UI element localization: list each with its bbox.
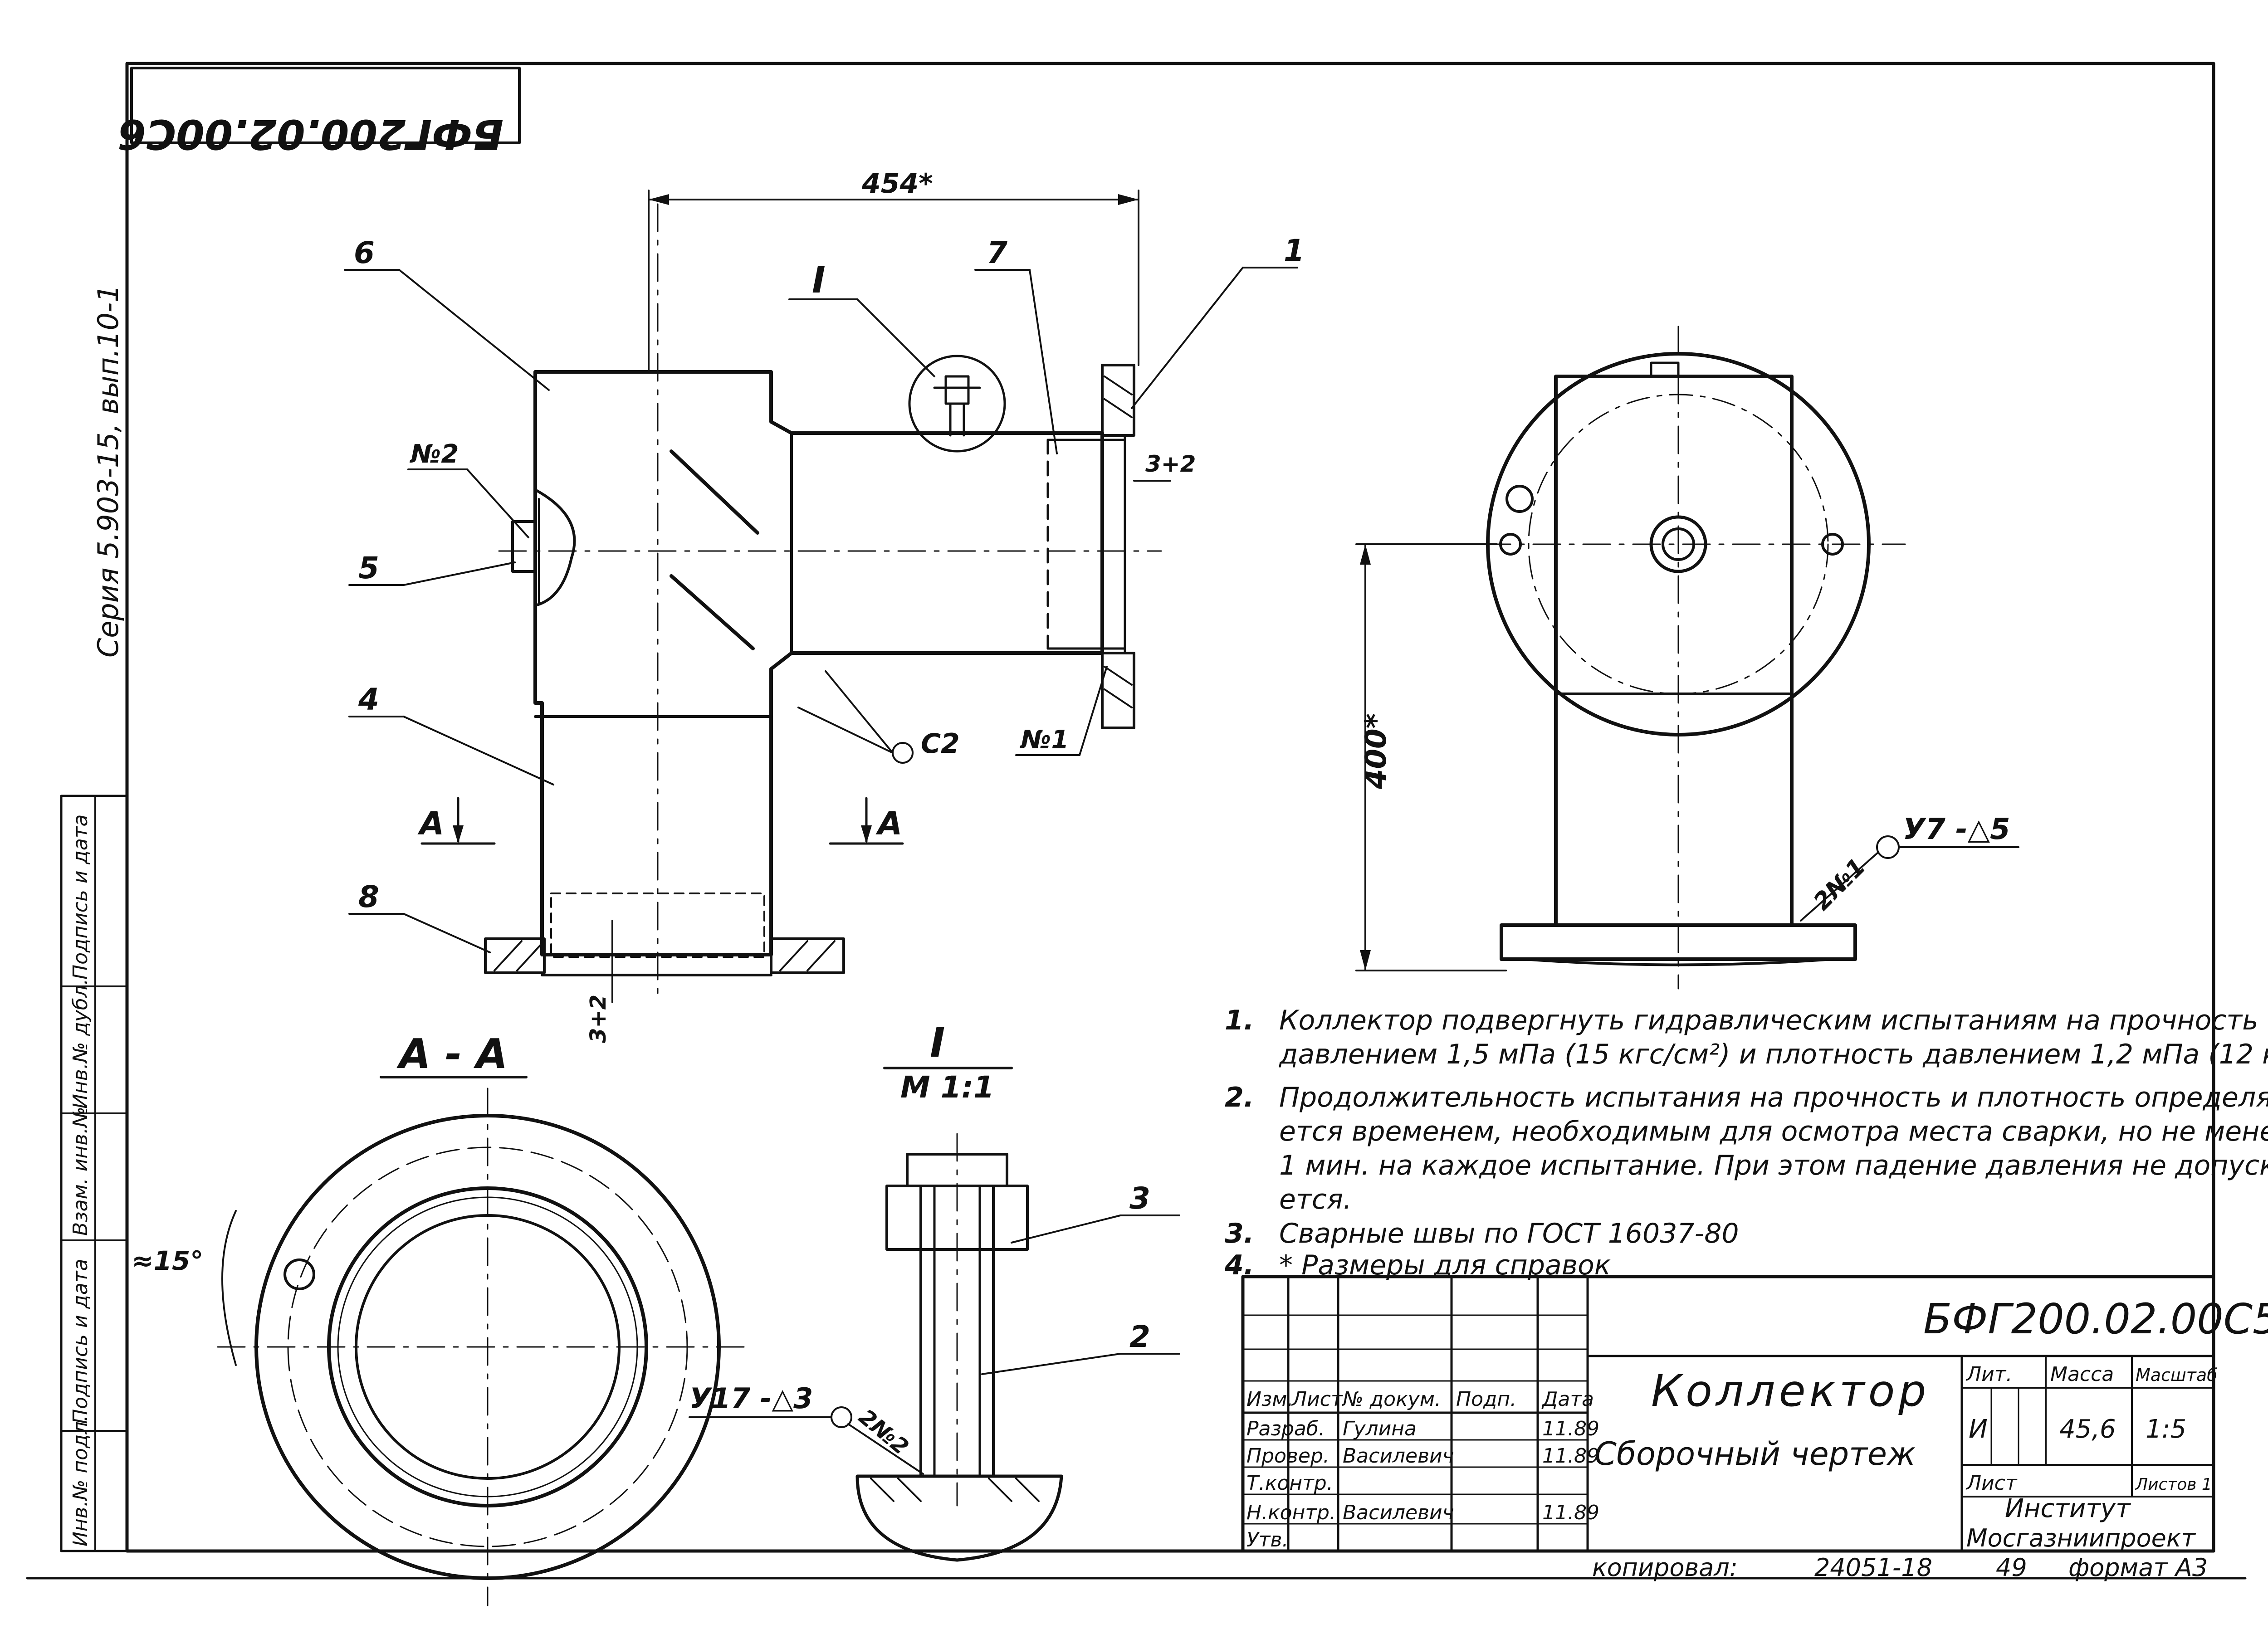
note-2-num: 2. [1225, 1082, 1254, 1113]
tb-sheets-label: Листов 1 [2135, 1475, 2212, 1494]
weld-detail-symbol: У17 -△3 [689, 1382, 813, 1415]
tb-row-1-date: 11.89 [1542, 1417, 1599, 1440]
note-2-line-3: 1 мин. на каждое испытание. При этом пад… [1279, 1150, 2268, 1181]
dim-width-top: 454* [861, 168, 933, 200]
pos-1: 1 [1284, 233, 1305, 268]
strip-label-3: Взам. инв.№ [69, 1107, 92, 1236]
strip-label-4: Подпись и дата [69, 1259, 92, 1424]
tb-row-2-role: Провер. [1246, 1444, 1330, 1468]
tb-row-3-role: Т.контр. [1246, 1472, 1333, 1495]
side-dims: 400* 2№1 У7 -△5 [1355, 543, 2019, 971]
pos-5: 5 [358, 551, 379, 585]
tb-header-1: Изм. [1246, 1388, 1294, 1411]
pos-2: 2 [1129, 1319, 1150, 1354]
tb-header-4: Подп. [1456, 1388, 1516, 1411]
tb-row-1-role: Разраб. [1246, 1417, 1325, 1440]
tb-sheet-label: Лист [1965, 1472, 2018, 1495]
chamfer-label: С2 [921, 728, 960, 760]
title-block: БФГ200.02.00С5 Коллектор Сборочный черте… [1241, 1275, 2268, 1553]
tb-header-2: Лист [1291, 1388, 1343, 1411]
tb-row-4-date: 11.89 [1542, 1501, 1599, 1524]
weld-side-label: 2№1 [1809, 853, 1871, 916]
tb-doc-number: БФГ200.02.00С5 [1923, 1295, 2268, 1343]
pos-6: 6 [354, 235, 375, 270]
note-1-line-1: Коллектор подвергнуть гидравлическим исп… [1279, 1005, 2258, 1036]
detail-scale: М 1:1 [900, 1070, 994, 1105]
tb-row-2-date: 11.89 [1542, 1444, 1599, 1468]
section-mark-left: А [417, 805, 444, 842]
tb-row-2-name: Василевич [1343, 1444, 1454, 1468]
front-view [484, 203, 1162, 1003]
stamp-doc-number: БФГ200.02.00С6 [117, 110, 503, 158]
note-1-line-2: давлением 1,5 мПа (15 кгс/см²) и плотнос… [1279, 1039, 2268, 1070]
weld-side-symbol: У7 -△5 [1903, 813, 2010, 846]
tb-header-3: № докум. [1341, 1388, 1441, 1411]
tb-name: Коллектор [1651, 1366, 1930, 1416]
tb-row-4-role: Н.контр. [1246, 1501, 1336, 1524]
tb-row-4-name: Василевич [1343, 1501, 1454, 1524]
notes: 1. Коллектор подвергнуть гидравлическим … [1224, 1005, 2268, 1281]
left-strip: Подпись и дата Инв.№ дубл. Взам. инв.№ П… [60, 795, 128, 1552]
weld-detail-label: 2№2 [854, 1404, 913, 1460]
tb-lit-label: Лит. [1965, 1363, 2012, 1386]
tb-scale-label: Масштаб [2136, 1365, 2218, 1385]
footer-format: формат А3 [2068, 1553, 2208, 1582]
detail-name: I [930, 1019, 945, 1067]
detail-I-callout: I [812, 259, 826, 301]
weld-no1-label: №1 [1019, 725, 1069, 755]
strip-label-5: Инв.№ подл. [69, 1415, 92, 1546]
front-leaders: 6 7 1 I №2 5 4 8 С2 №1 [344, 233, 1305, 953]
note-2-line-2: ется временем, необходимым для осмотра м… [1279, 1116, 2268, 1147]
pos-4: 4 [358, 682, 379, 717]
tb-org-line-2: Мосгазниипроект [1966, 1524, 2196, 1552]
section-mark-right: А [875, 805, 902, 842]
rotated-stamp: БФГ200.02.00С6 [117, 67, 521, 158]
tb-row-1-name: Гулина [1343, 1417, 1417, 1440]
note-1-num: 1. [1225, 1005, 1254, 1036]
pos-3: 3 [1129, 1181, 1150, 1216]
tb-mass-value: 45,6 [2059, 1415, 2116, 1444]
tb-subtitle: Сборочный чертеж [1594, 1435, 1916, 1473]
footer-order: 24051-18 [1814, 1553, 1932, 1582]
note-2-line-1: Продолжительность испытания на прочность… [1279, 1082, 2268, 1113]
strip-label-2: Инв.№ дубл. [69, 979, 92, 1109]
note-3-line-1: Сварные швы по ГОСТ 16037-80 [1279, 1218, 1739, 1249]
tb-header-5: Дата [1541, 1388, 1594, 1411]
front-dims: 454* 3+2 3+2 [586, 168, 1196, 1043]
dim-gap-bottom: 3+2 [586, 995, 611, 1043]
tb-scale-value: 1:5 [2146, 1415, 2186, 1444]
tb-lit-value: И [1969, 1415, 1988, 1444]
dim-gap-right: 3+2 [1145, 451, 1196, 477]
series-label: Серия 5.903-15, вып.10-1 [92, 284, 125, 658]
angle-label: ≈15° [132, 1245, 203, 1276]
footer-copied: копировал: [1592, 1553, 1738, 1582]
footer: копировал: 24051-18 49 формат А3 [1592, 1553, 2208, 1582]
pos-7: 7 [987, 235, 1007, 270]
weld-no2-label: №2 [409, 439, 459, 469]
note-3-num: 3. [1225, 1218, 1254, 1249]
tb-org-line-1: Институт [2005, 1494, 2131, 1523]
tb-mass-label: Масса [2050, 1363, 2114, 1386]
pos-8: 8 [358, 879, 379, 914]
section-title: А - А [396, 1030, 508, 1078]
dim-height-right: 400* [1359, 713, 1393, 790]
tb-row-5-role: Утв. [1246, 1528, 1288, 1551]
section-view: А - А ≈15° [132, 1030, 754, 1606]
detail-view: I М 1:1 3 2 У17 -△3 2№2 [689, 1019, 1180, 1562]
note-2-line-4: ется. [1279, 1184, 1352, 1215]
strip-label-1: Подпись и дата [69, 815, 92, 980]
footer-page: 49 [1996, 1553, 2027, 1582]
